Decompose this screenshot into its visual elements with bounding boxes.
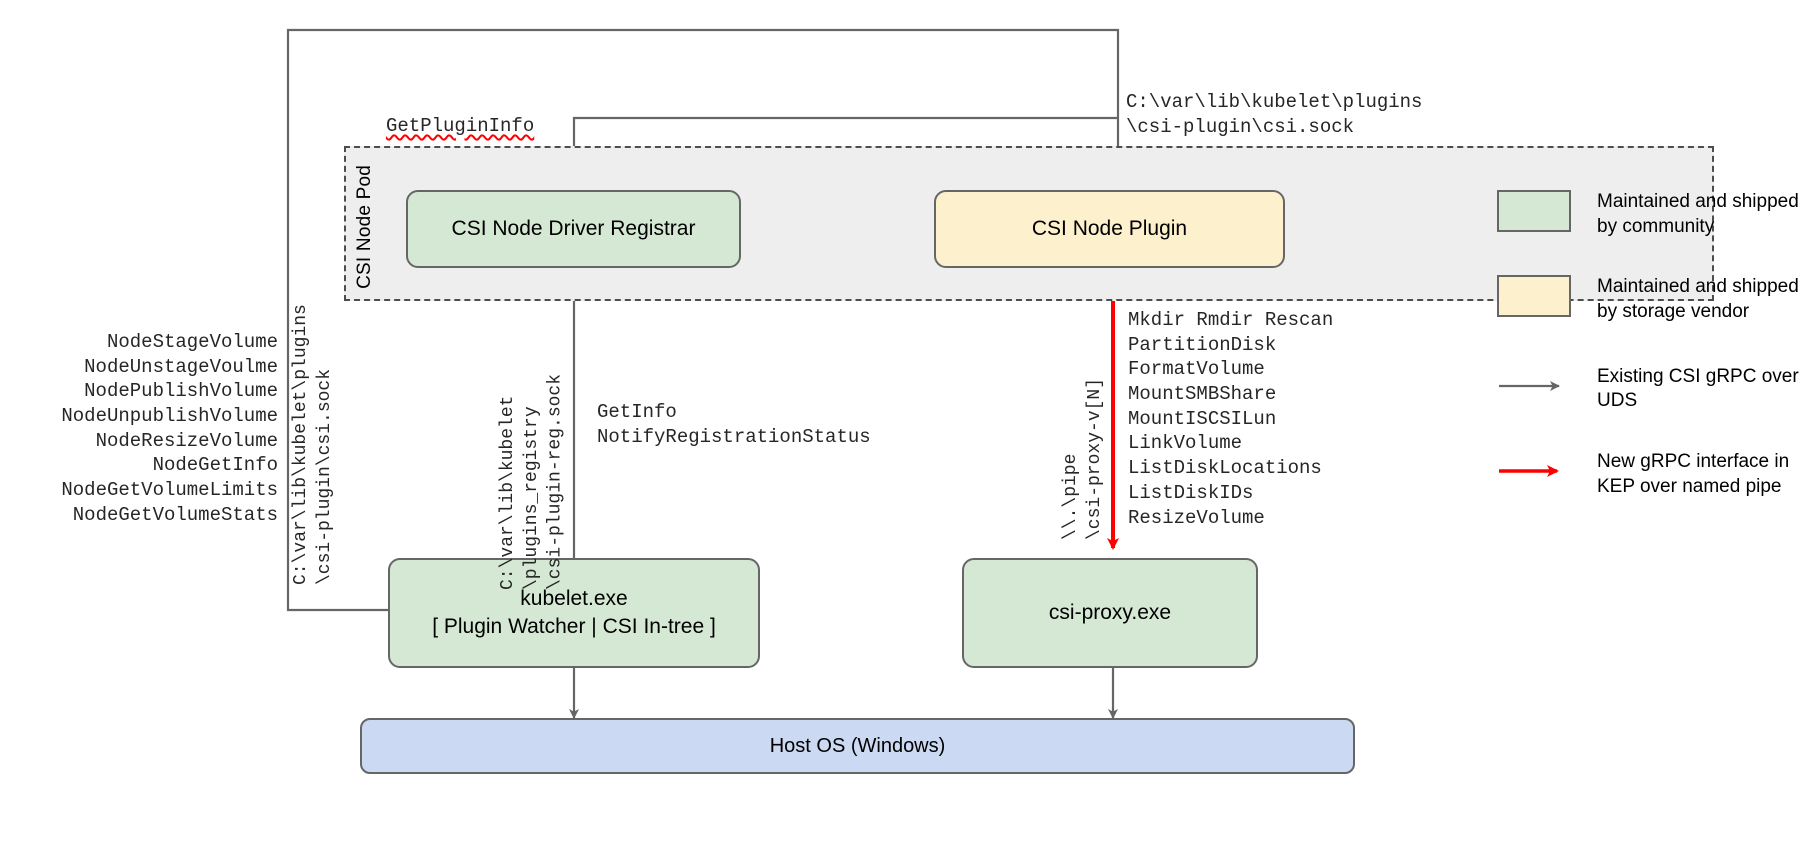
label-registry-socket-vertical: C:\var\lib\kubelet \plugins_registry \cs… [498, 373, 566, 590]
legend-swatch-green [1497, 190, 1571, 232]
legend-swatch-amber [1497, 275, 1571, 318]
legend-item-community: Maintained and shipped by community [1497, 190, 1802, 239]
label-csi-proxy-calls: Mkdir Rmdir Rescan PartitionDisk FormatV… [1128, 309, 1334, 529]
gray-arrow-icon [1499, 380, 1560, 391]
label-named-pipe-vertical: \\.\pipe \csi-proxy-v[N] [1061, 377, 1105, 540]
legend-item-existing-grpc: Existing CSI gRPC over UDS [1497, 365, 1802, 414]
node-host-os[interactable]: Host OS (Windows) [360, 718, 1355, 774]
red-arrow-icon [1499, 465, 1559, 478]
legend-arrow-gray-cell [1497, 365, 1571, 407]
label-get-plugin-info: GetPluginInfo [386, 115, 535, 137]
node-csi-proxy-exe[interactable]: csi-proxy.exe [962, 558, 1258, 668]
node-csi-node-driver-registrar-label: CSI Node Driver Registrar [451, 217, 696, 241]
node-csi-node-plugin-label: CSI Node Plugin [1031, 217, 1188, 241]
node-csi-node-driver-registrar[interactable]: CSI Node Driver Registrar [406, 190, 741, 268]
csi-node-pod-label-text: CSI Node Pod [354, 165, 375, 289]
csi-node-pod-label: CSI Node Pod [352, 165, 378, 289]
node-kubelet-exe-line1: kubelet.exe [520, 587, 628, 611]
node-host-os-label: Host OS (Windows) [769, 734, 946, 757]
node-kubelet-exe-line2: [ Plugin Watcher | CSI In-tree ] [432, 615, 716, 638]
label-node-service-calls: NodeStageVolume NodeUnstageVoulme NodePu… [61, 331, 278, 526]
legend-label-community: Maintained and shipped by community [1597, 191, 1799, 237]
legend-label-new-grpc: New gRPC interface in KEP over named pip… [1597, 451, 1790, 497]
label-registration-calls: GetInfo NotifyRegistrationStatus [597, 401, 871, 448]
label-plugin-socket-path: C:\var\lib\kubelet\plugins \csi-plugin\c… [1126, 91, 1423, 138]
label-csi-socket-vertical: C:\var\lib\kubelet\plugins \csi-plugin\c… [291, 304, 335, 585]
legend-item-storage-vendor: Maintained and shipped by storage vendor [1497, 275, 1802, 324]
legend: Maintained and shipped by community Main… [1497, 190, 1802, 531]
legend-item-new-grpc: New gRPC interface in KEP over named pip… [1497, 450, 1802, 499]
legend-label-existing-grpc: Existing CSI gRPC over UDS [1597, 365, 1799, 412]
node-csi-node-plugin[interactable]: CSI Node Plugin [934, 190, 1285, 268]
legend-label-storage-vendor: Maintained and shipped by storage vendor [1597, 276, 1799, 323]
legend-arrow-red-cell [1497, 450, 1571, 492]
node-csi-proxy-exe-label: csi-proxy.exe [1048, 601, 1172, 625]
node-kubelet-exe[interactable]: kubelet.exe [ Plugin Watcher | CSI In-tr… [388, 558, 760, 668]
